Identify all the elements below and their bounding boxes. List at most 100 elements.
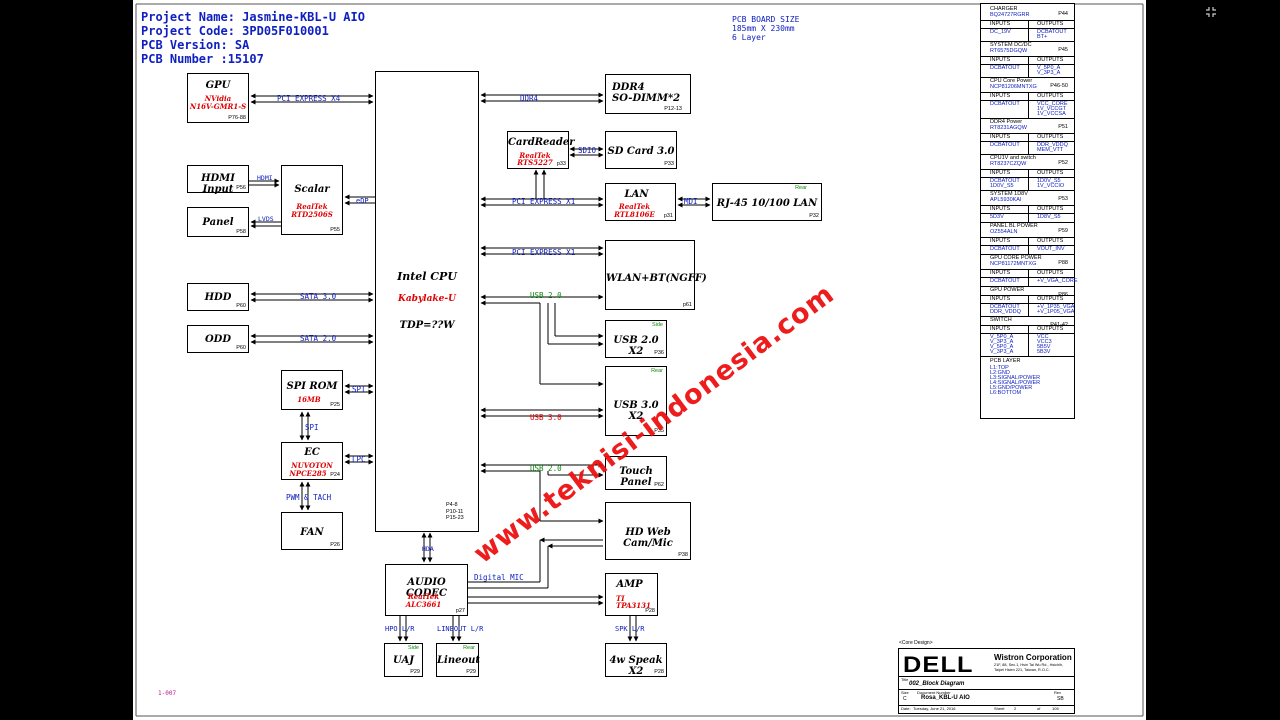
hdmi-input-page: P56 bbox=[236, 185, 246, 191]
spi-rom-block: SPI ROM 16MB P25 bbox=[281, 370, 343, 410]
cardreader-page: p33 bbox=[556, 161, 566, 167]
pcb-size-title: PCB BOARD SIZE bbox=[732, 15, 800, 24]
power-table-divider bbox=[981, 100, 1074, 101]
company-address-1: 21F, 88, Sec.1, Hsin Tai Wu Rd., Hsichih… bbox=[994, 663, 1064, 667]
power-table-divider bbox=[981, 41, 1074, 42]
power-table-divider bbox=[981, 28, 1074, 29]
power-table-name: SYSTEM 1D8V bbox=[990, 191, 1028, 197]
bus-sdio: SDIO bbox=[578, 146, 597, 155]
bus-spi-ec: SPI bbox=[305, 423, 319, 432]
power-table-outputs-label: OUTPUTS bbox=[1037, 270, 1064, 276]
ec-page: P24 bbox=[330, 472, 340, 478]
power-table-pin: P53 bbox=[1058, 196, 1068, 202]
power-table-input: DDR_VDDQ bbox=[990, 309, 1021, 315]
power-table-inputs-label: INPUTS bbox=[990, 296, 1011, 302]
spi-rom-page: P25 bbox=[330, 402, 340, 408]
usb2-title: USB 2.0 X2 bbox=[613, 335, 659, 357]
power-table-divider bbox=[981, 316, 1074, 317]
rj45-side: Rear bbox=[795, 185, 807, 191]
power-table-divider bbox=[981, 213, 1074, 214]
fullscreen-exit-icon[interactable] bbox=[1205, 3, 1217, 17]
odd-block: ODD P60 bbox=[187, 325, 249, 353]
lineout-page: P29 bbox=[466, 669, 476, 675]
power-table-output: V_5P0_A bbox=[1037, 65, 1061, 71]
gpu-title: GPU bbox=[205, 80, 231, 91]
bus-mdi: MDI bbox=[684, 197, 698, 206]
pcb-layer-title: PCB LAYER bbox=[990, 358, 1021, 364]
power-table-input: V_3P3_A bbox=[990, 339, 1014, 345]
power-table-divider bbox=[981, 77, 1074, 78]
lan-page: p31 bbox=[663, 213, 673, 219]
pcb-size-dims: 185mm X 230mm bbox=[732, 24, 795, 33]
webcam-title: HD Web Cam/Mic bbox=[623, 527, 673, 549]
power-table-outputs-label: OUTPUTS bbox=[1037, 134, 1064, 140]
power-table-divider bbox=[981, 277, 1074, 278]
power-table-output: MEM_VTT bbox=[1037, 147, 1064, 153]
sd-card-block: SD Card 3.0 P33 bbox=[605, 131, 677, 169]
power-table-outputs-label: OUTPUTS bbox=[1037, 238, 1064, 244]
fan-title: FAN bbox=[300, 527, 324, 538]
ddr4-title: DDR4 bbox=[612, 82, 645, 93]
rev-label: Rev bbox=[1054, 690, 1062, 695]
scalar-page: P55 bbox=[330, 227, 340, 233]
sheet-label: Sheet bbox=[994, 706, 1005, 711]
core-design-label: <Core Design> bbox=[899, 640, 933, 646]
power-table-pin: P51 bbox=[1058, 124, 1068, 130]
cpu-pages: P4-8 P10-11 P15-23 bbox=[446, 502, 464, 522]
power-table-divider bbox=[981, 295, 1074, 296]
cardreader-title: CardReader bbox=[508, 137, 575, 148]
power-table-input: V_3P3_A bbox=[990, 349, 1014, 355]
speaker-title: 4w Speak X2 bbox=[609, 655, 663, 677]
power-table-outputs-label: OUTPUTS bbox=[1037, 296, 1064, 302]
audio-codec-title: AUDIO CODEC bbox=[406, 577, 447, 599]
bus-hpo-lr: HPO L/R bbox=[385, 625, 415, 633]
power-table-name: SWITCH bbox=[990, 317, 1012, 323]
scalar-part: RTD2506S bbox=[291, 210, 333, 219]
power-table-vdivider bbox=[1028, 56, 1029, 77]
power-table-vdivider bbox=[1028, 325, 1029, 356]
power-table-output: +V_VGA_CORE bbox=[1037, 278, 1078, 284]
ddr4-subtitle: SO-DIMM*2 bbox=[612, 93, 681, 104]
power-table-input: V_5P0_A bbox=[990, 344, 1014, 350]
usb3-side: Rear bbox=[651, 368, 663, 374]
spi-rom-size: 16MB bbox=[297, 395, 321, 404]
cardreader-vendor: RealTek bbox=[519, 151, 551, 160]
audio-codec-part: ALC3661 bbox=[405, 600, 442, 609]
fan-block: FAN P26 bbox=[281, 512, 343, 550]
gpu-vendor: NVidia bbox=[204, 94, 232, 103]
power-table-inputs-label: INPUTS bbox=[990, 238, 1011, 244]
power-table-divider bbox=[981, 269, 1074, 270]
power-table-divider bbox=[981, 325, 1074, 326]
power-table-name: GPU POWER bbox=[990, 287, 1025, 293]
power-table-pin: P44 bbox=[1058, 11, 1068, 17]
power-table-divider bbox=[981, 141, 1074, 142]
usb3-block: Rear USB 3.0 X2 P35 bbox=[605, 366, 667, 436]
power-table-vdivider bbox=[1028, 269, 1029, 286]
touch-panel-block: Touch Panel P62 bbox=[605, 456, 667, 490]
lan-block: LAN RealTek RTL8106E p31 bbox=[605, 183, 676, 221]
power-table-output: 5B5V bbox=[1037, 344, 1051, 350]
uaj-page: P29 bbox=[410, 669, 420, 675]
bus-edp: eDP bbox=[356, 197, 369, 205]
power-table-pin: P59 bbox=[1058, 228, 1068, 234]
power-table-output: 1D0V_S5 bbox=[1037, 178, 1061, 184]
bus-pcie-x1-lan: PCI EXPRESS X1 bbox=[512, 197, 576, 206]
power-table-name: GPU CORE POWER bbox=[990, 255, 1042, 261]
cpu-block: Intel CPU Kabylake-U TDP=??W P4-8 P10-11… bbox=[375, 71, 479, 532]
power-table-input: DC_19V bbox=[990, 29, 1011, 35]
panel-block: Panel P58 bbox=[187, 207, 249, 237]
sd-card-page: P33 bbox=[664, 161, 674, 167]
power-table-divider bbox=[981, 254, 1074, 255]
power-table-input: DCBATOUT bbox=[990, 246, 1020, 252]
ec-vendor: NUVOTON bbox=[291, 461, 333, 470]
bus-usb20-upper: USB 2.0 bbox=[530, 291, 562, 300]
power-table-input: 1D0V_S5 bbox=[990, 183, 1014, 189]
doc-label: Document Number bbox=[917, 690, 951, 695]
power-table-part: NCP81172MNTXG bbox=[990, 261, 1037, 267]
gpu-page: P76-88 bbox=[228, 115, 246, 121]
ddr4-block: DDR4 SO-DIMM*2 P12-13 bbox=[605, 74, 691, 114]
power-table-divider bbox=[981, 190, 1074, 191]
usb2-page: P36 bbox=[654, 350, 664, 356]
power-table-output: 1V_VCCGT bbox=[1037, 106, 1067, 112]
of-value: 105 bbox=[1052, 706, 1059, 711]
